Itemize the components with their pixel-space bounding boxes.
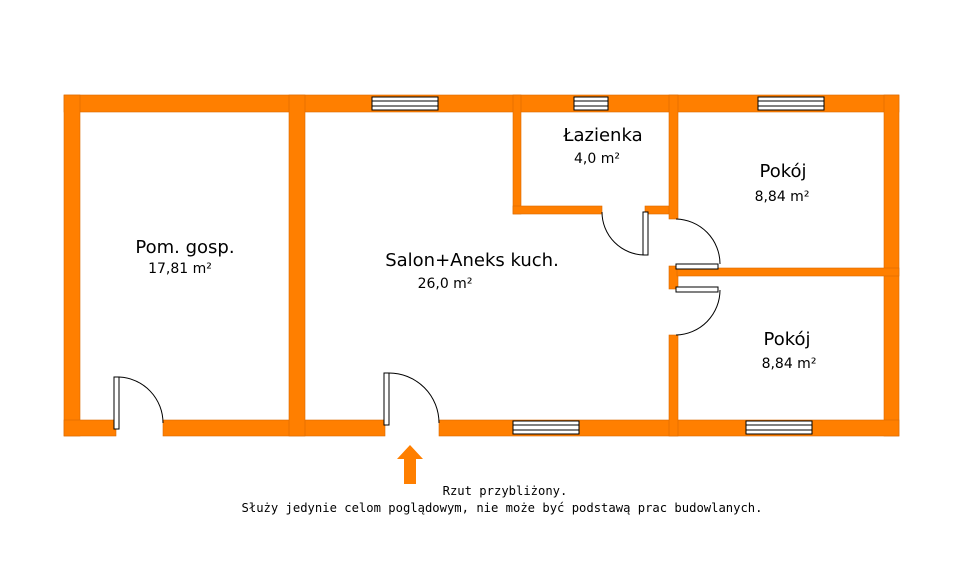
room-area-room-1: 8,84 m²: [755, 189, 810, 205]
room-name-room-1: Pokój: [759, 161, 806, 182]
disclaimer-line-1: Rzut przybliżony.: [443, 484, 568, 498]
wall-bathroom-left: [512, 94, 522, 215]
wall-outer-left: [63, 94, 81, 437]
door-bathroom: [601, 211, 649, 256]
wall-rooms-divider: [676, 267, 900, 277]
wall-inner-right-2: [668, 265, 679, 290]
room-name-room-2: Pokój: [763, 329, 810, 350]
door-storage: [113, 376, 164, 430]
disclaimer-line-2: Służy jedynie celom poglądowym, nie może…: [242, 501, 763, 515]
room-labels: Pom. gosp. 17,81 m² Salon+Aneks kuch. 26…: [135, 125, 816, 372]
wall-outer-bottom-1: [63, 419, 117, 437]
doors: [113, 211, 721, 430]
room-name-bathroom: Łazienka: [562, 125, 642, 146]
arrow-up-icon: [397, 445, 423, 484]
window-top-room: [757, 96, 825, 111]
window-top-bathroom: [573, 96, 609, 111]
windows: [371, 96, 825, 435]
room-area-salon: 26,0 m²: [418, 276, 473, 292]
wall-outer-bottom-2: [162, 419, 386, 437]
room-name-salon: Salon+Aneks kuch.: [385, 250, 559, 271]
room-name-storage: Pom. gosp.: [135, 237, 234, 258]
door-room-lower: [675, 286, 721, 336]
room-area-storage: 17,81 m²: [148, 261, 212, 277]
room-area-bathroom: 4,0 m²: [574, 151, 620, 167]
room-area-room-2: 8,84 m²: [762, 356, 817, 372]
window-bottom-room: [745, 420, 813, 435]
window-bottom-salon: [512, 420, 580, 435]
door-room-upper: [675, 218, 721, 270]
wall-bathroom-bottom-1: [512, 205, 603, 215]
wall-outer-right: [883, 94, 900, 437]
wall-inner-right-3: [668, 334, 679, 437]
window-top-salon: [371, 96, 439, 111]
wall-inner-right-1: [668, 94, 679, 220]
wall-inner-left: [288, 94, 306, 437]
door-salon: [383, 372, 440, 426]
